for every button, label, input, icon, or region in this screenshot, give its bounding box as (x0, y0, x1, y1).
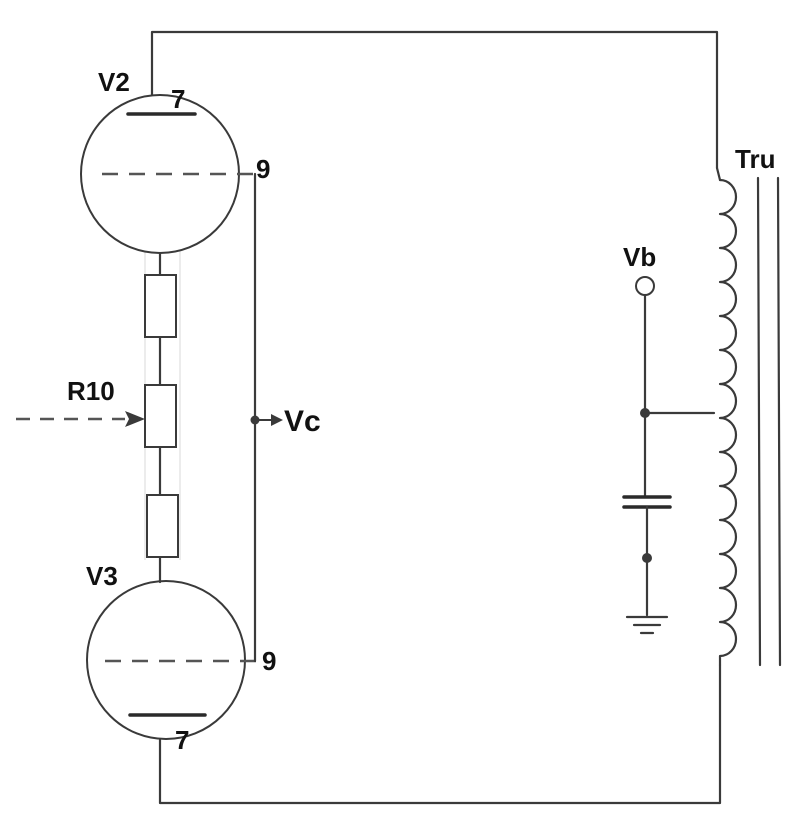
bias-network (622, 276, 716, 635)
ground-node (642, 553, 652, 563)
label-v3: V3 (86, 561, 118, 591)
resistor-lower (146, 494, 179, 558)
vc-arrowhead (271, 414, 283, 426)
top-wire (150, 30, 719, 170)
resistor-upper (144, 274, 177, 338)
grid-tie (250, 172, 283, 663)
label-vb: Vb (623, 242, 656, 272)
resistor-chain (144, 251, 179, 584)
ground-icon (625, 615, 669, 635)
vb-terminal (635, 276, 655, 296)
label-v3-pin7: 7 (175, 725, 189, 755)
label-v2-pin7: 7 (171, 84, 185, 114)
r10-wiper (16, 411, 145, 427)
label-v2: V2 (98, 67, 130, 97)
potentiometer-r10 (144, 384, 177, 448)
label-r10: R10 (67, 376, 115, 406)
wiper-arrowhead (125, 411, 145, 427)
transformer-core-2 (776, 176, 782, 667)
label-tru: Tru (735, 144, 775, 174)
labels: V2 7 9 R10 Vc V3 9 7 Vb Tru (67, 67, 775, 755)
tube-v3 (86, 580, 258, 740)
label-v3-pin9: 9 (262, 646, 276, 676)
transformer-core-1 (756, 176, 762, 667)
label-v2-pin9: 9 (256, 154, 270, 184)
transformer-tru (715, 166, 782, 667)
bottom-wire (158, 663, 722, 805)
outer-wiring (150, 30, 722, 805)
label-vc: Vc (284, 405, 321, 438)
tube-v2 (80, 94, 255, 254)
transformer-coil (718, 178, 738, 667)
